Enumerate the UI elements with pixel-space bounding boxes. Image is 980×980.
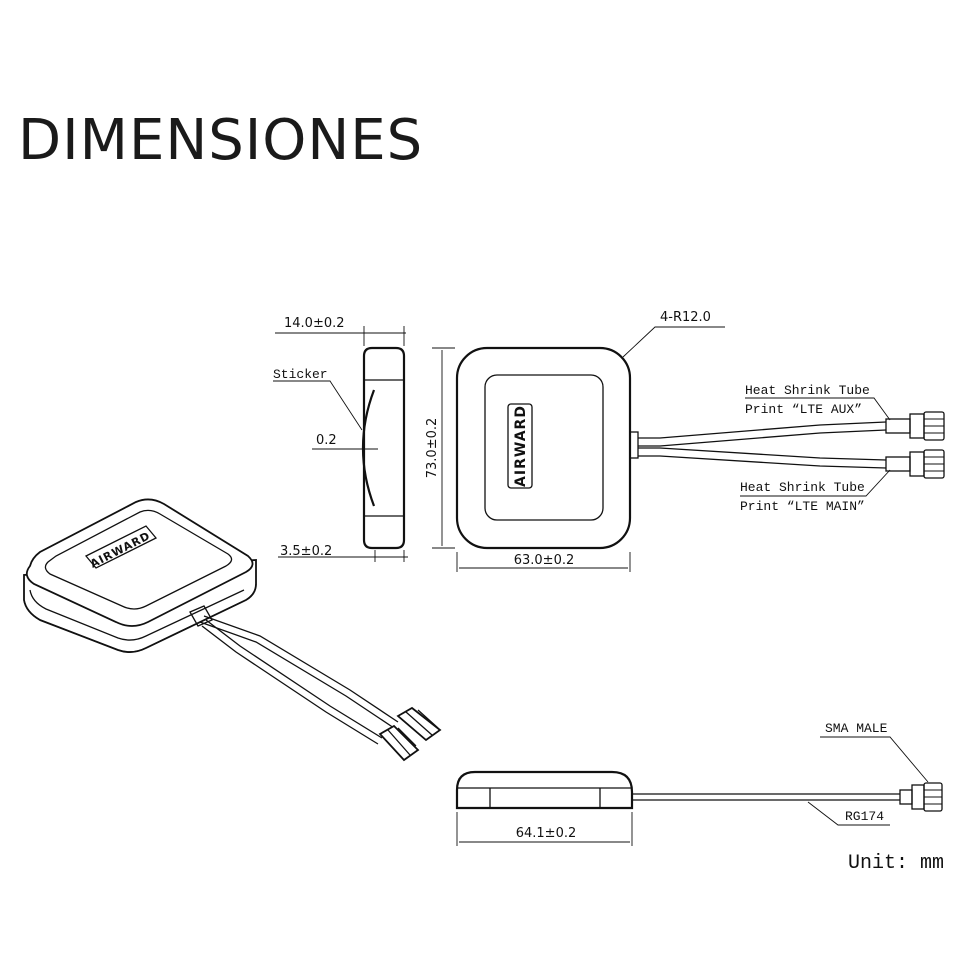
aux-note-line1: Heat Shrink Tube — [745, 383, 870, 398]
iso-base-edge — [23, 583, 257, 653]
corner-radius-leader — [622, 326, 725, 358]
aux-note-line2: Print “LTE AUX” — [745, 402, 862, 417]
height-extension-lines — [432, 347, 455, 549]
bottom-view-ticks — [489, 788, 601, 808]
side-view: 14.0±0.2 Sticker 0.2 3.5±0.2 — [273, 316, 408, 562]
front-inner-outline — [484, 374, 604, 521]
length-dim: 64.1±0.2 — [516, 826, 577, 841]
iso-top-inset — [44, 509, 233, 610]
main-cable-bottom — [638, 455, 887, 469]
front-brand-text: AIRWARD — [513, 405, 529, 487]
base-extension-lines — [374, 550, 405, 562]
sticker-label: Sticker — [273, 367, 328, 382]
front-outer-outline — [455, 346, 632, 550]
iso-cable-exit — [189, 605, 213, 627]
cable-type-label: RG174 — [845, 809, 884, 824]
base-thickness-dim: 3.5±0.2 — [280, 544, 332, 559]
aux-cable-bottom — [638, 429, 887, 447]
bottom-connector-lines — [924, 789, 942, 805]
unit-label: Unit: mm — [848, 852, 944, 875]
front-brand-label — [507, 403, 533, 489]
iso-cable-1-a — [203, 615, 399, 723]
main-leader — [740, 469, 891, 497]
iso-brand-label — [84, 525, 158, 569]
side-view-outline — [362, 346, 406, 550]
iso-cable-1-b — [199, 621, 395, 729]
bottom-view-outline — [455, 770, 634, 810]
thickness-dim: 14.0±0.2 — [284, 316, 345, 331]
aux-cable-top — [638, 421, 887, 439]
aux-connector-lines — [924, 418, 944, 434]
aux-leader — [745, 397, 891, 421]
cable-type-leader — [807, 801, 890, 826]
length-extension-lines — [456, 812, 633, 846]
main-connector-nut — [909, 451, 925, 477]
cable-exit — [629, 431, 639, 459]
aux-connector-nut — [909, 413, 925, 439]
front-view: AIRWARD 73.0±0.2 63.0±0.2 4-R12.0 Heat S… — [425, 310, 945, 572]
main-cable-top — [638, 447, 887, 461]
aux-heat-shrink — [885, 418, 911, 434]
main-connector-lines — [924, 456, 944, 472]
width-dim: 63.0±0.2 — [514, 553, 575, 568]
iso-cable-2-a — [205, 619, 383, 739]
sticker-leader — [273, 380, 363, 431]
iso-top — [25, 498, 254, 627]
main-note-line2: Print “LTE MAIN” — [740, 499, 865, 514]
connector-leader — [820, 736, 929, 783]
iso-connector-2-lines — [387, 727, 417, 756]
page-title: DIMENSIONES — [18, 108, 424, 173]
iso-base-seam — [29, 589, 245, 641]
sticker-thickness-dim: 0.2 — [316, 433, 337, 448]
corner-radius-dim: 4-R12.0 — [660, 310, 711, 325]
width-extension-lines — [456, 552, 631, 572]
height-dim: 73.0±0.2 — [425, 418, 440, 479]
isometric-view: AIRWARD — [23, 498, 442, 762]
bottom-heat-shrink — [899, 789, 913, 805]
sticker-curve — [361, 389, 376, 507]
iso-connector-1-lines — [405, 709, 439, 736]
bottom-view: SMA MALE RG174 64.1±0.2 Unit: mm — [455, 721, 944, 875]
thickness-extension-lines — [363, 326, 405, 346]
iso-cable-2-b — [201, 625, 379, 745]
main-note-line1: Heat Shrink Tube — [740, 480, 865, 495]
main-heat-shrink — [885, 456, 911, 472]
bottom-connector-nut — [911, 784, 925, 810]
connector-label: SMA MALE — [825, 721, 888, 736]
